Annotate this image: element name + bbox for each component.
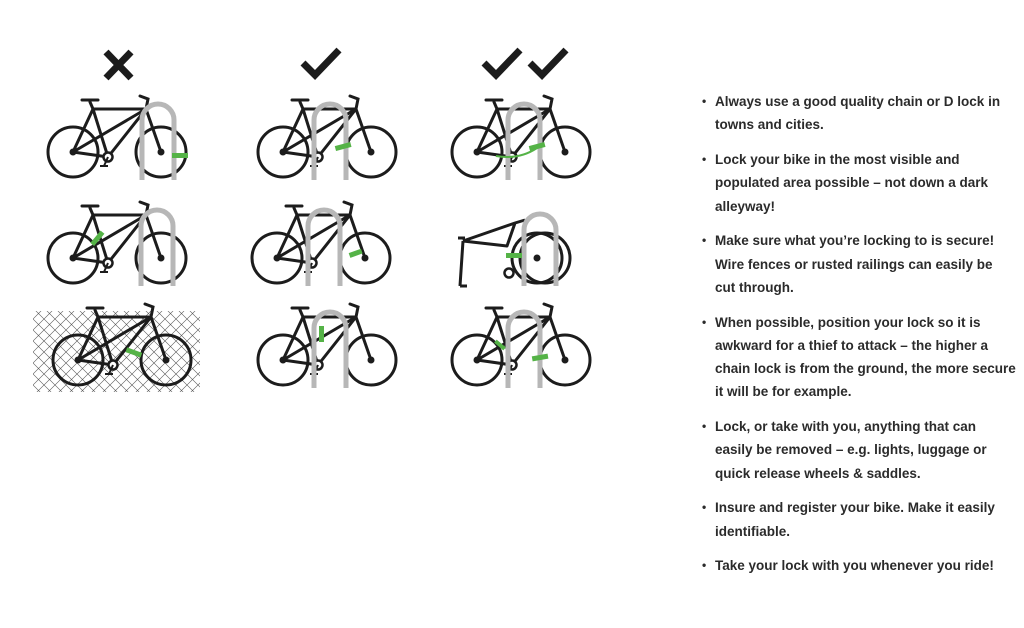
- bike-locked-best-2: [458, 211, 572, 288]
- bike-locked-best-1: [450, 94, 592, 180]
- list-item: Always use a good quality chain or D loc…: [700, 90, 1016, 137]
- list-item: Take your lock with you whenever you rid…: [700, 554, 1016, 578]
- bike-locked-good-3: [256, 302, 398, 388]
- bike-locked-wrong-1: [46, 94, 188, 180]
- list-item: When possible, position your lock so it …: [700, 311, 1016, 404]
- list-item: Insure and register your bike. Make it e…: [700, 496, 1016, 543]
- double-check-icon: [481, 47, 569, 81]
- tips-list: Always use a good quality chain or D loc…: [700, 90, 1016, 589]
- bike-locked-best-3: [450, 302, 592, 388]
- list-item: Lock, or take with you, anything that ca…: [700, 415, 1016, 485]
- cross-icon: [103, 49, 134, 81]
- list-item: Lock your bike in the most visible and p…: [700, 148, 1016, 218]
- bike-locked-good-1: [256, 94, 398, 180]
- bike-on-wire-fence: [33, 302, 200, 392]
- bike-locked-wrong-2: [46, 200, 188, 286]
- list-item: Make sure what you’re locking to is secu…: [700, 229, 1016, 299]
- bike-locked-good-2: [250, 200, 392, 286]
- check-icon: [300, 47, 342, 81]
